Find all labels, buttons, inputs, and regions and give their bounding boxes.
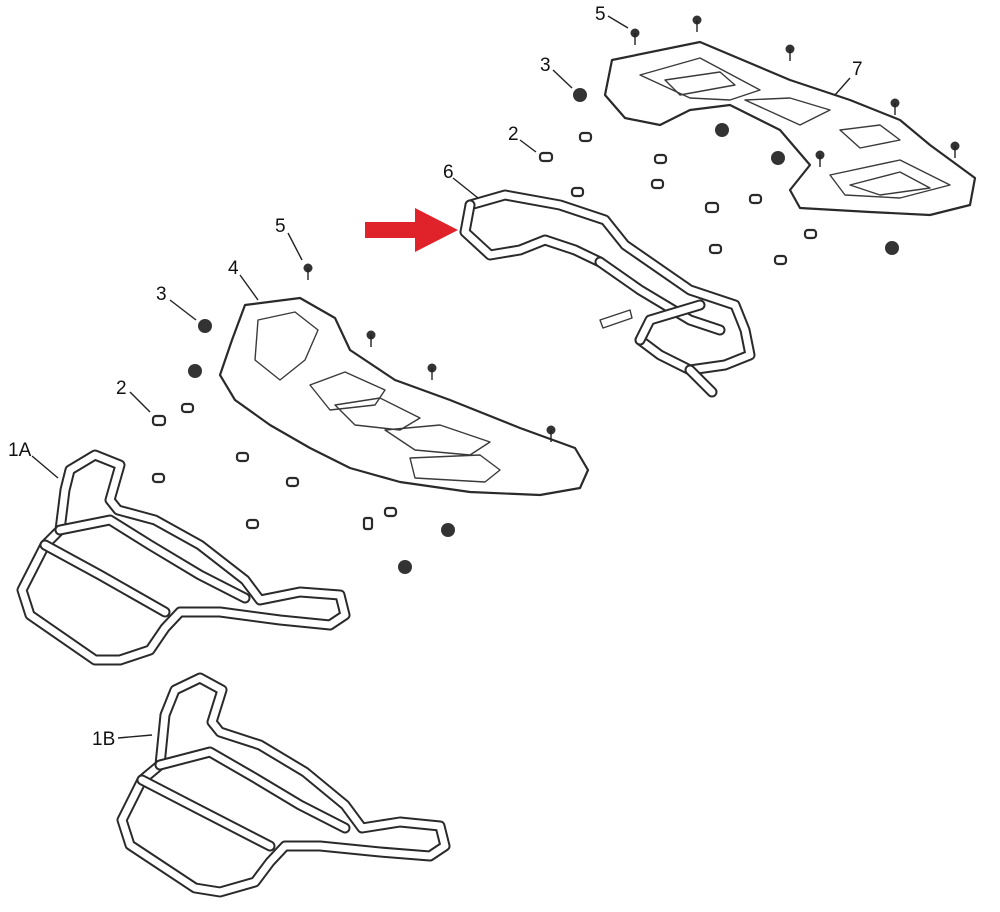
nut-icon <box>715 123 729 137</box>
clip-icon <box>151 472 166 484</box>
label-5-mid: 5 <box>275 216 286 237</box>
clip-icon <box>285 476 300 488</box>
label-6: 6 <box>443 162 454 183</box>
bolt-icon <box>692 15 702 32</box>
front-rack-panel <box>218 296 590 497</box>
front-rack-frame-1a <box>16 449 351 666</box>
red-arrow-icon <box>365 208 458 252</box>
clip-icon <box>650 178 665 190</box>
bolt-icon <box>950 141 960 158</box>
clip-icon <box>180 402 195 414</box>
leader-lines <box>31 15 851 739</box>
rear-rack-panel <box>603 40 977 217</box>
label-3-mid: 3 <box>156 284 167 305</box>
nut-icon <box>188 364 202 378</box>
clip-icon <box>235 451 250 463</box>
clip-icon <box>151 414 167 427</box>
nut-icon <box>198 319 212 333</box>
clip-icon <box>245 518 260 530</box>
label-1a: 1A <box>8 440 32 461</box>
clip-icon <box>748 193 763 205</box>
clip-icon <box>538 151 554 163</box>
label-1b: 1B <box>92 729 115 750</box>
label-7: 7 <box>852 59 863 80</box>
label-2-top: 2 <box>508 124 519 145</box>
bolt-icon <box>630 28 640 45</box>
bolt-icon <box>785 44 795 61</box>
hardware-parts <box>151 15 960 574</box>
nut-icon <box>771 151 785 165</box>
clip-icon <box>773 254 788 266</box>
clip-icon <box>704 201 720 214</box>
clip-icon <box>653 153 668 165</box>
label-4: 4 <box>228 258 239 279</box>
clip-icon <box>708 243 723 255</box>
bolt-icon <box>427 363 437 380</box>
nut-icon <box>885 241 899 255</box>
nut-icon <box>441 523 455 537</box>
label-2-mid: 2 <box>116 378 127 399</box>
bolt-icon <box>366 330 376 347</box>
bolt-icon <box>303 263 313 280</box>
clip-icon <box>362 516 374 531</box>
clip-icon <box>578 131 593 143</box>
nut-icon <box>398 560 412 574</box>
label-3-top: 3 <box>540 55 551 76</box>
clip-icon <box>383 506 398 518</box>
clip-icon <box>803 228 818 240</box>
label-5-top: 5 <box>595 4 606 25</box>
callout-labels: 5 7 3 2 6 5 4 3 2 1A 1B <box>8 4 863 750</box>
rear-rack-frame <box>459 189 756 398</box>
front-rack-frame-1b <box>116 672 451 898</box>
nut-icon <box>573 88 587 102</box>
bolt-icon <box>815 150 825 167</box>
clip-icon <box>570 186 585 198</box>
bolt-icon <box>890 98 900 115</box>
bolt-icon <box>546 425 556 442</box>
